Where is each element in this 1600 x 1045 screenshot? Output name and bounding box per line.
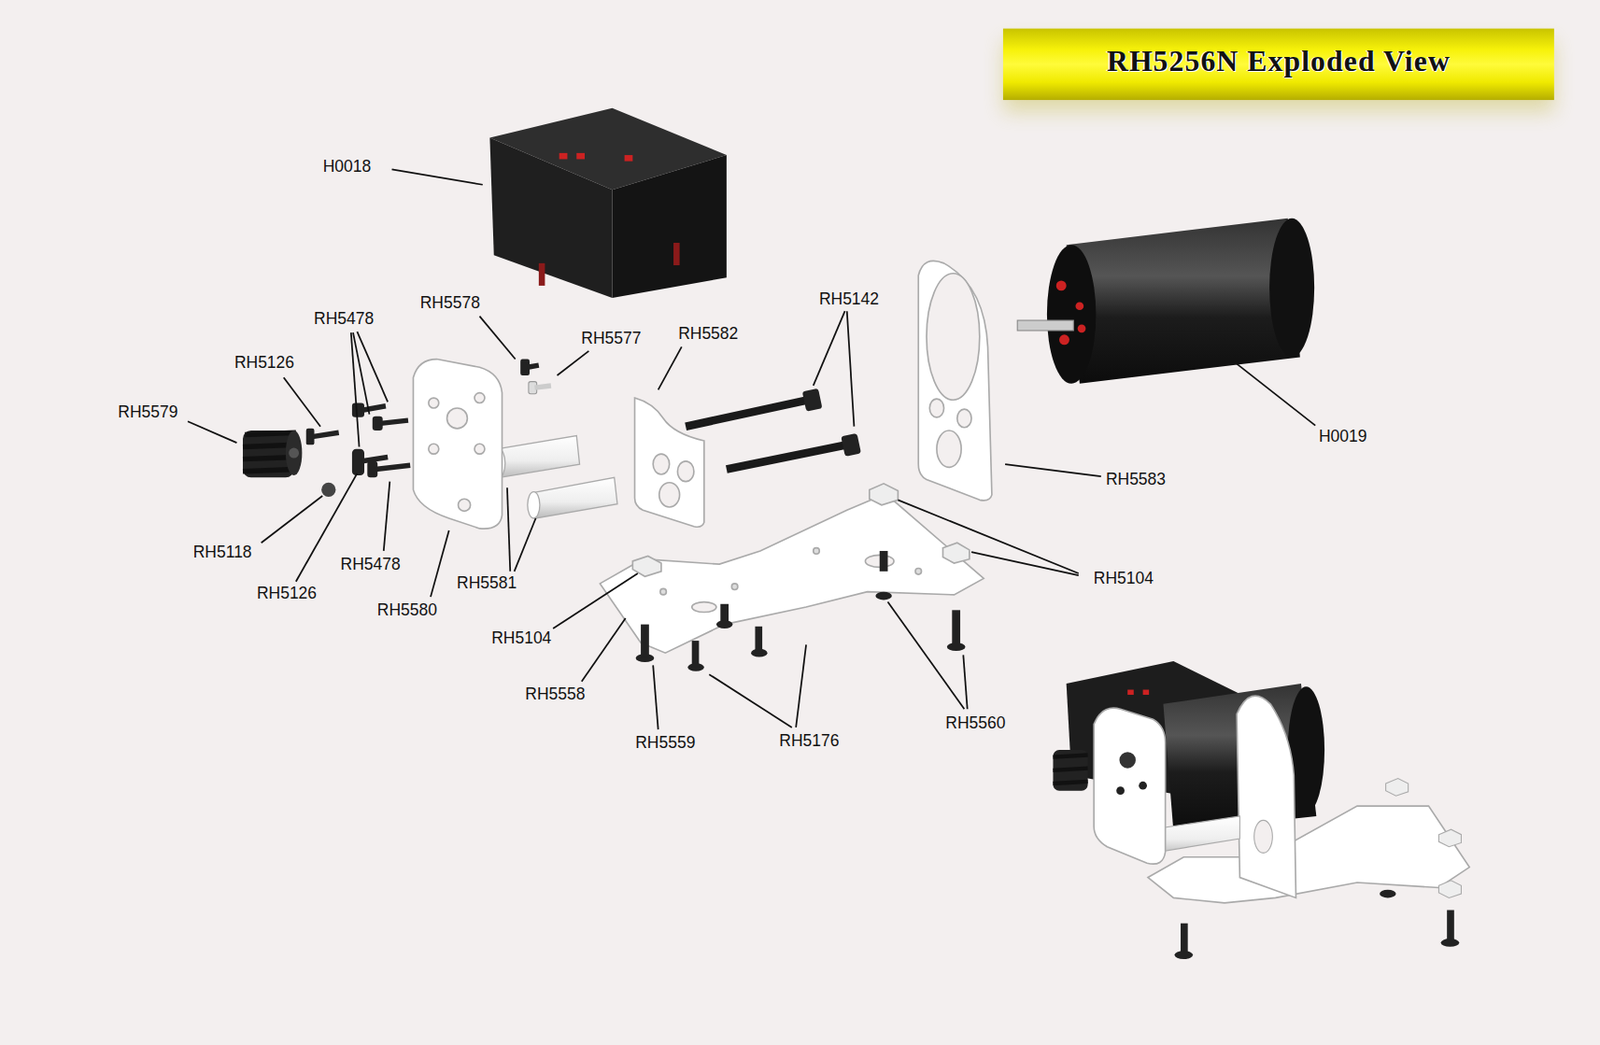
part-number: RH5478 (313, 311, 374, 327)
front-bracket (635, 397, 705, 527)
small-screws (306, 359, 552, 497)
part-number: H0019 (1318, 428, 1368, 445)
part-number: RH5583 (1105, 471, 1166, 488)
part-number: RH5126 (234, 354, 295, 371)
part-number: RH5560 (945, 715, 1006, 732)
base-plate (599, 483, 984, 653)
spacers (493, 435, 618, 518)
part-number: H0018 (323, 157, 372, 174)
motor (1017, 218, 1315, 384)
part-number: RH5104 (1093, 570, 1154, 587)
long-bolts (685, 388, 862, 470)
part-number: RH5581 (456, 575, 517, 592)
gear-plate (412, 359, 502, 530)
part-number: RH5478 (340, 555, 401, 572)
part-number: RH5559 (635, 735, 695, 751)
part-number: RH5126 (256, 585, 317, 602)
part-number: RH5578 (420, 295, 481, 312)
part-number: RH5582 (678, 325, 738, 342)
part-number: RH5577 (580, 330, 641, 347)
part-number: RH5579 (117, 404, 178, 421)
part-number: RH5580 (377, 602, 438, 619)
part-number: RH5558 (524, 686, 585, 703)
part-number: RH5142 (819, 290, 879, 307)
pinion-gear (242, 430, 302, 478)
assembled-view (1052, 661, 1470, 960)
motor-bracket (918, 260, 992, 500)
esc-box (489, 108, 726, 298)
part-number: RH5104 (491, 630, 552, 647)
bottom-screws (636, 551, 966, 672)
diagram-title: RH5256N Exploded View (1106, 44, 1451, 79)
part-number: RH5118 (193, 543, 253, 560)
part-number: RH5176 (778, 732, 839, 749)
leader-lines (187, 169, 1316, 730)
